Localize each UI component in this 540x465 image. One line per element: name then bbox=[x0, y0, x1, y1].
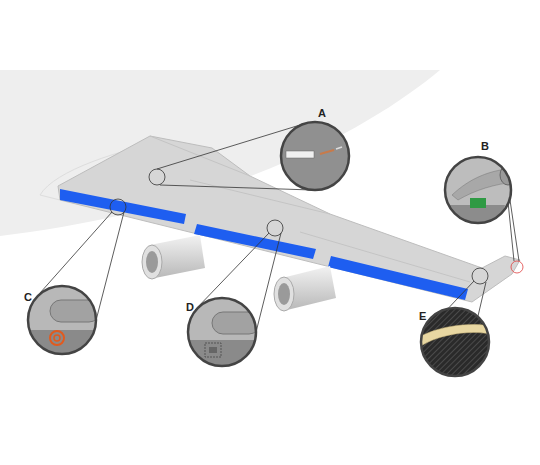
blue-strip bbox=[60, 189, 186, 224]
callout-d-detail bbox=[188, 298, 260, 366]
wing-panel-lines bbox=[150, 136, 470, 282]
blue-strip bbox=[328, 256, 468, 300]
callout-letter: E bbox=[419, 311, 426, 322]
callout-c-detail bbox=[28, 286, 100, 354]
callout-letter: C bbox=[24, 292, 32, 303]
callout-b-detail bbox=[445, 157, 516, 225]
callout-letter: A bbox=[318, 108, 326, 119]
callout-letter: D bbox=[186, 302, 194, 313]
callout-e-detail bbox=[421, 308, 490, 376]
callout-a-detail bbox=[281, 122, 349, 190]
blue-strip bbox=[194, 224, 316, 259]
engine bbox=[274, 266, 336, 311]
callout-letter: B bbox=[481, 141, 489, 152]
engine bbox=[142, 235, 205, 279]
